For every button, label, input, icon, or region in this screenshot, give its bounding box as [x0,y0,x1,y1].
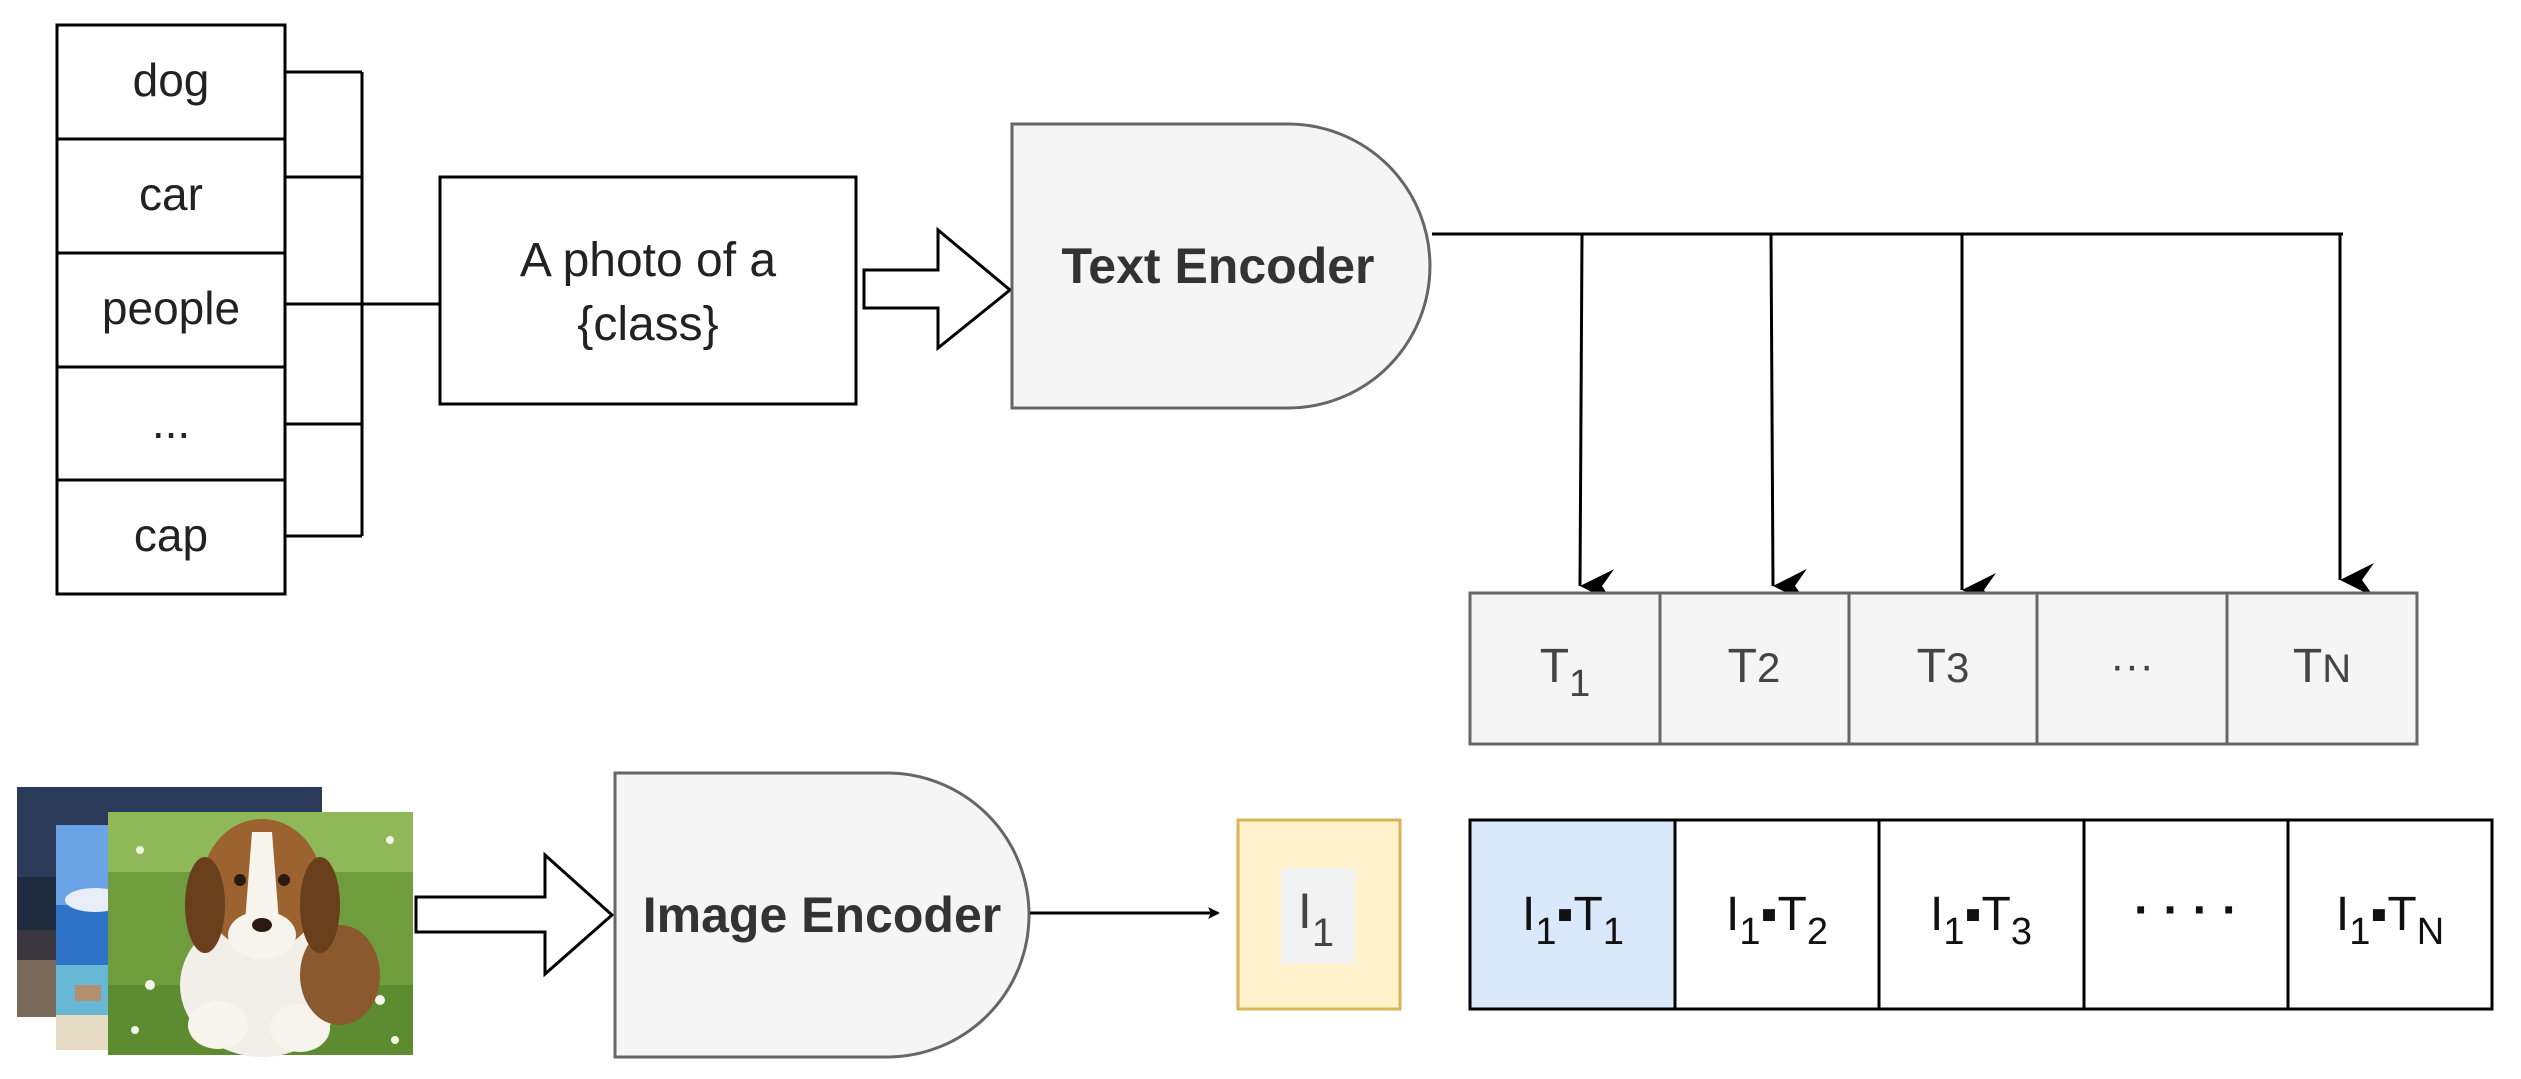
class-cell [55,23,287,141]
similarity-label: I1▪TN [2336,888,2444,953]
text-feature-cell [2225,591,2419,746]
similarity-label: I1▪T3 [1930,888,2032,953]
text-feature-cell [1468,591,1662,746]
text-feature-label: T1 [1540,640,1590,705]
similarity-label: I1▪T2 [1726,888,1828,953]
class-cell [55,478,287,596]
image-encoder-block [613,771,1031,1059]
text-feature-row: T1 T2 T3 ··· TN [1468,591,2419,746]
hollow-arrow [862,226,1013,352]
text-feature-label: T3 [1917,640,1970,693]
similarity-cell [2082,818,2290,1011]
similarity-label: I1▪T1 [1522,888,1624,953]
text-encoder-block [1010,122,1432,410]
similarity-cell-highlight [1468,818,1677,1011]
text-feature-cell [2035,591,2229,746]
image-feature-inner [1281,868,1355,964]
text-feature-label: T2 [1728,640,1781,693]
input-image-stack [17,787,413,1057]
prompt-line-1: A photo of a [520,234,777,287]
prompt-template-box [438,175,858,406]
image-feature-label: I1 [1298,883,1334,955]
similarity-cell [1673,818,1881,1011]
similarity-row: I1▪T1 I1▪T2 I1▪T3 · · · · I1▪TN [1468,818,2494,1011]
class-label: cap [134,509,208,561]
prompt-line-2: {class} [577,298,718,351]
class-cell [55,137,287,255]
similarity-label: · · · · [2134,884,2238,937]
class-label: ... [152,396,190,448]
class-label: people [102,282,240,334]
class-list: dog car people ... cap [55,23,287,596]
text-feature-connectors [1432,232,2374,607]
text-feature-cell [1847,591,2039,746]
text-feature-label: ··· [2110,641,2154,690]
text-feature-label: TN [2293,640,2351,693]
text-encoder-label: Text Encoder [1061,238,1374,294]
beagle-puppy-photo [108,812,413,1057]
hollow-arrow [414,851,615,978]
image-encoder-label: Image Encoder [643,887,1001,943]
class-label: car [139,168,203,220]
similarity-cell [1877,818,2086,1011]
class-cell [55,251,287,369]
class-label: dog [133,54,210,106]
text-feature-cell [1658,591,1851,746]
similarity-cell [2286,818,2494,1011]
class-bracket [285,70,440,538]
